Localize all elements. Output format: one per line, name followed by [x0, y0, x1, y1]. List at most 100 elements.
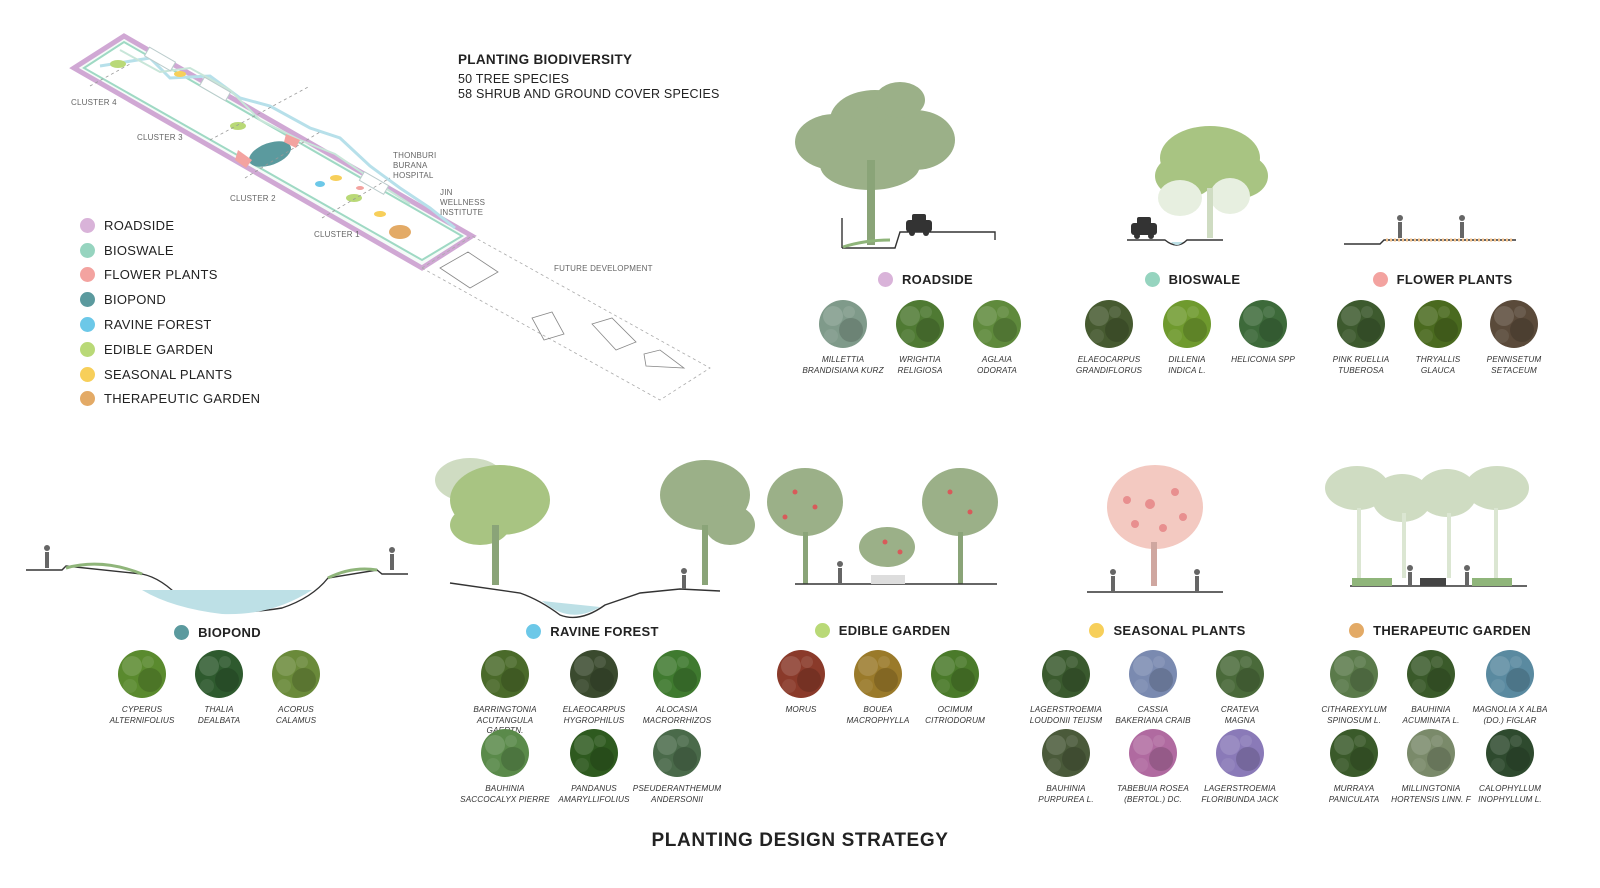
category-edible-garden: EDIBLE GARDEN: [790, 623, 975, 638]
plant-photo: [1330, 729, 1378, 777]
plant-photo: [1486, 729, 1534, 777]
biopond-zone: [248, 141, 292, 167]
plant-photo: [931, 650, 979, 698]
roadside-section-illustration: [795, 82, 996, 249]
cluster-1-label: CLUSTER 1: [314, 230, 360, 239]
plant-photo: [272, 650, 320, 698]
legend-item-roadside: ROADSIDE: [80, 213, 260, 238]
plant-photo: [1490, 300, 1538, 348]
plant-photo: [896, 300, 944, 348]
category-seasonal-plants: SEASONAL PLANTS: [1060, 623, 1275, 638]
plant-photo: [1216, 650, 1264, 698]
plant-name: TABEBUIA ROSEA(BERTOL.) DC.: [1117, 784, 1189, 804]
plant-photo: [1042, 650, 1090, 698]
edible-garden-section-illustration: [767, 468, 998, 585]
cluster-3-label: CLUSTER 3: [137, 133, 183, 142]
plant-photo: [1129, 729, 1177, 777]
roadside-dot: [877, 272, 893, 287]
bioswale-swatch: [80, 242, 95, 258]
category-therapeutic-garden: THERAPEUTIC GARDEN: [1325, 623, 1555, 638]
plant-photo: [854, 650, 902, 698]
person-icon: [1194, 569, 1200, 591]
car-icon: [906, 214, 932, 236]
plant-species-seasonal: TABEBUIA ROSEA(BERTOL.) DC.: [1107, 729, 1199, 805]
therapeutic-garden-dot: [1349, 623, 1365, 638]
future-development-label: FUTURE DEVELOPMENT: [554, 264, 653, 273]
plant-photo: [1042, 729, 1090, 777]
plant-photo: [1407, 650, 1455, 698]
category-roadside: ROADSIDE: [843, 272, 1008, 287]
therapeutic-zone: [389, 225, 411, 239]
plant-species-bioswale: HELICONIA SPP: [1217, 300, 1309, 366]
legend-item-bioswale: BIOSWALE: [80, 238, 260, 263]
flower-plants-section-illustration: [1344, 215, 1516, 245]
plant-photo: [653, 650, 701, 698]
legend-item-biopond: BIOPOND: [80, 287, 260, 312]
legend-item-seasonal-plants: SEASONAL PLANTS: [80, 362, 260, 387]
biopond-swatch: [80, 292, 95, 308]
person-icon: [837, 561, 843, 583]
flower-plants-dot: [1372, 272, 1388, 287]
future-development-outline: [421, 235, 711, 401]
plant-photo: [195, 650, 243, 698]
ravine-forest-section-illustration: [435, 458, 755, 619]
roadside-swatch: [80, 217, 95, 233]
person-icon: [1464, 565, 1470, 586]
car-icon: [1131, 217, 1157, 239]
person-icon: [1397, 215, 1403, 238]
plant-photo: [1407, 729, 1455, 777]
plant-photo: [1239, 300, 1287, 348]
plant-photo: [653, 729, 701, 777]
person-icon: [389, 547, 395, 570]
plant-photo: [570, 650, 618, 698]
page-title: PLANTING DESIGN STRATEGY: [651, 830, 949, 851]
legend-item-edible-garden: EDIBLE GARDEN: [80, 337, 260, 362]
plant-name: HELICONIA SPP: [1231, 355, 1295, 364]
flower-plants-swatch: [80, 267, 95, 283]
bioswale-section-illustration: [1127, 126, 1268, 246]
summary-title: PLANTING BIODIVERSITY: [458, 52, 633, 67]
person-icon: [1110, 569, 1116, 591]
plant-photo: [481, 650, 529, 698]
